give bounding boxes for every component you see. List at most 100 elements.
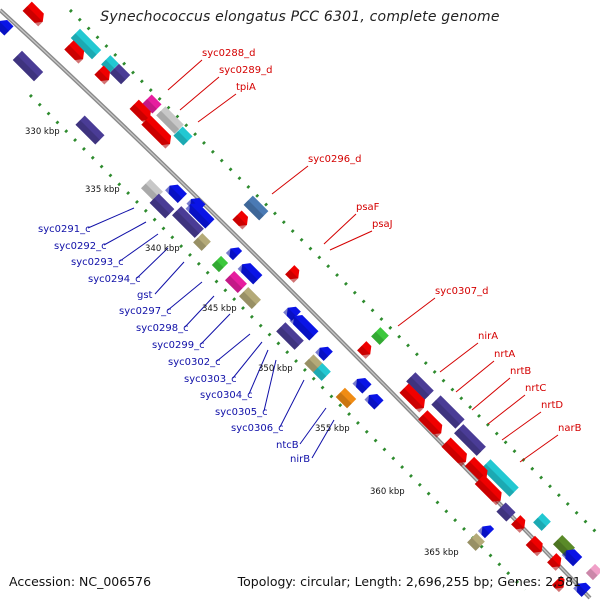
gene-feature[interactable] [70,28,102,60]
gene-feature[interactable] [211,255,229,273]
tick-track-outer [68,8,600,538]
gene-feature[interactable] [533,513,551,531]
gene-feature[interactable] [315,343,333,361]
gene-label-psaj[interactable]: psaJ [372,219,393,230]
gene-feature[interactable] [399,383,429,413]
gene-feature-shade [185,204,210,229]
gene-feature[interactable] [193,233,211,251]
gene-label-psaf[interactable]: psaF [356,202,380,213]
gene-feature-shade [335,392,352,409]
gene-feature[interactable] [511,515,529,533]
gene-feature[interactable] [496,502,516,522]
gene-feature[interactable] [352,374,372,394]
gene-label-syc0288-d[interactable]: syc0288_d [202,48,255,59]
gene-label-syc0293-c[interactable]: syc0293_c [71,257,124,268]
gene-feature[interactable] [561,546,583,567]
gene-label-syc0294-c[interactable]: syc0294_c [88,274,141,285]
gene-feature[interactable] [75,115,105,145]
gene-feature[interactable] [22,1,48,27]
gene-feature[interactable] [525,535,547,557]
gene-feature-shade [141,183,159,201]
gene-feature[interactable] [285,265,303,283]
gene-feature[interactable] [172,206,204,238]
gene-feature[interactable] [335,387,357,409]
gene-label-nrta[interactable]: nrtA [494,349,515,360]
gene-label-gst[interactable]: gst [137,290,153,301]
gene-feature[interactable] [431,395,465,429]
gene-label-syc0291-c[interactable]: syc0291_c [38,224,91,235]
gene-feature[interactable] [94,65,113,85]
gene-label-syc0305-c[interactable]: syc0305_c [215,407,268,418]
leader-line [103,221,147,246]
gene-label-syc0303-c[interactable]: syc0303_c [184,374,237,385]
gene-feature[interactable] [418,410,446,438]
gene-feature-shade [129,104,150,125]
gene-label-nira[interactable]: nirA [478,331,498,342]
gene-feature[interactable] [232,210,251,230]
ruler-tick-label: 350 kbp [258,364,293,374]
gene-feature[interactable] [585,563,600,581]
gene-feature[interactable] [243,195,269,221]
gene-feature[interactable] [357,341,375,359]
leader-line [299,407,327,445]
leader-line [311,419,335,459]
gene-feature[interactable] [313,363,331,381]
gene-feature[interactable] [225,271,247,293]
gene-feature[interactable] [364,390,384,410]
gene-label-tpia[interactable]: tpiA [236,82,256,93]
gene-feature[interactable] [64,40,87,64]
gene-label-syc0302-c[interactable]: syc0302_c [168,357,221,368]
gene-feature[interactable] [464,456,491,484]
gene-label-syc0289-d[interactable]: syc0289_d [219,65,272,76]
leader-line [329,230,373,251]
gene-feature[interactable] [173,126,193,146]
label-leaders [87,59,559,463]
gene-feature[interactable] [454,424,486,456]
gene-feature[interactable] [0,16,14,36]
gene-label-nrtb[interactable]: nrtB [510,366,531,377]
gene-label-narb[interactable]: narB [558,423,582,434]
gene-feature[interactable] [156,106,184,134]
gene-feature-shade [533,517,547,531]
gene-label-syc0299-c[interactable]: syc0299_c [152,340,205,351]
gene-feature[interactable] [467,533,485,551]
gene-label-nrtd[interactable]: nrtD [541,400,563,411]
leader-line [167,281,203,311]
gene-feature[interactable] [371,327,389,345]
gene-feature[interactable] [239,287,261,309]
gene-label-syc0296-d[interactable]: syc0296_d [308,154,361,165]
gene-feature[interactable] [573,579,591,597]
gene-feature[interactable] [551,575,568,593]
gene-label-syc0307-d[interactable]: syc0307_d [435,286,488,297]
gene-feature-shade [399,388,424,413]
gene-feature[interactable] [474,474,505,506]
gene-feature[interactable] [477,522,495,539]
gene-feature[interactable] [185,200,215,229]
gene-feature[interactable] [481,459,519,497]
gene-feature-shade [165,185,183,203]
gene-feature[interactable] [441,437,471,467]
gene-label-nrtc[interactable]: nrtC [525,383,546,394]
gene-feature[interactable] [12,50,44,82]
gene-label-nirb[interactable]: nirB [290,454,310,465]
gene-feature[interactable] [149,193,175,219]
gene-label-syc0304-c[interactable]: syc0304_c [200,390,253,401]
gene-feature[interactable] [237,260,263,285]
gene-label-ntcb[interactable]: ntcB [276,440,299,451]
leader-line [397,297,436,327]
gene-feature[interactable] [129,99,155,125]
gene-feature[interactable] [225,244,243,261]
gene-label-syc0298-c[interactable]: syc0298_c [136,323,189,334]
gene-feature[interactable] [142,94,162,114]
gene-feature[interactable] [289,312,319,341]
gene-feature[interactable] [141,115,174,149]
gene-feature[interactable] [547,553,565,571]
gene-feature[interactable] [276,322,304,350]
gene-label-syc0292-c[interactable]: syc0292_c [54,241,107,252]
gene-label-syc0297-c[interactable]: syc0297_c [119,306,172,317]
gene-feature-body [399,383,425,409]
gene-label-syc0306-c[interactable]: syc0306_c [231,423,284,434]
gene-feature[interactable] [406,372,434,400]
ruler-tick-label: 340 kbp [145,244,180,254]
gene-feature[interactable] [109,63,131,85]
